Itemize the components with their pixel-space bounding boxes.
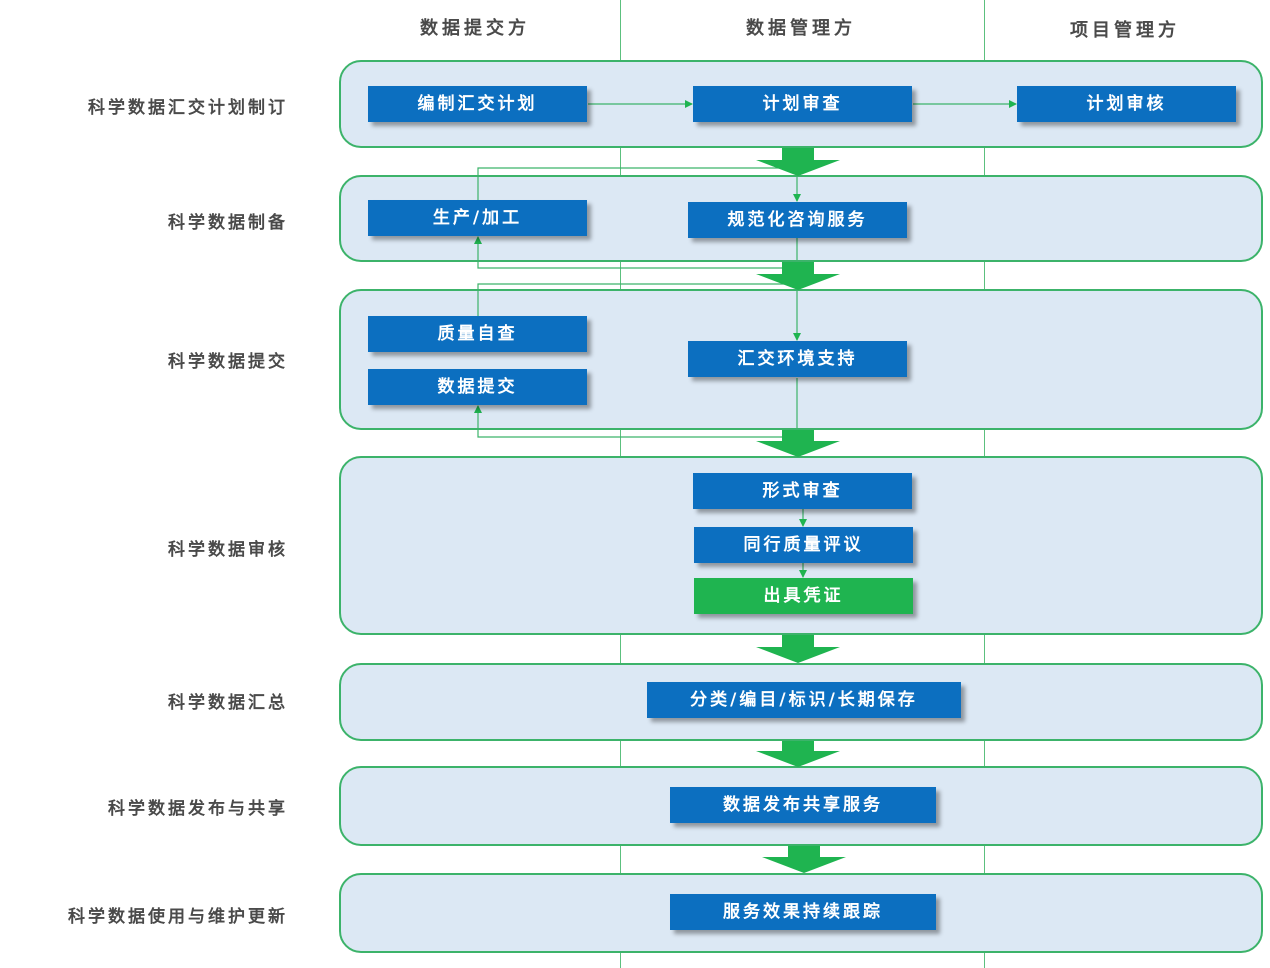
connector-production-to-consult <box>477 167 801 202</box>
stage-arrow-5 <box>756 741 840 767</box>
box-data-submit: 数据提交 <box>368 369 587 405</box>
column-header-submitter: 数据提交方 <box>420 18 530 39</box>
box-publish-share: 数据发布共享服务 <box>670 787 936 823</box>
box-standard-consult: 规范化咨询服务 <box>688 202 907 238</box>
stage-arrow-2 <box>756 262 840 290</box>
column-header-project: 项目管理方 <box>1070 20 1180 41</box>
row-label-maintain: 科学数据使用与维护更新 <box>68 907 288 927</box>
connector-quality-to-env <box>477 283 801 341</box>
column-header-manager: 数据管理方 <box>746 18 856 39</box>
row-label-aggregate: 科学数据汇总 <box>168 693 288 713</box>
row-label-prepare: 科学数据制备 <box>168 213 288 233</box>
box-production: 生产/加工 <box>368 200 587 236</box>
row-label-review: 科学数据审核 <box>168 540 288 560</box>
box-certificate: 出具凭证 <box>694 578 913 614</box>
stage-arrow-1 <box>756 148 840 176</box>
stage-arrow-4 <box>756 635 840 663</box>
connector-consult-to-production <box>474 236 798 269</box>
box-env-support: 汇交环境支持 <box>688 341 907 377</box>
box-quality-check: 质量自查 <box>368 316 587 352</box>
box-plan-audit: 计划审核 <box>1017 86 1236 122</box>
box-peer-review: 同行质量评议 <box>694 527 913 563</box>
row-label-plan: 科学数据汇交计划制订 <box>88 98 288 118</box>
connector-env-to-submit <box>474 378 798 438</box>
box-compile-plan: 编制汇交计划 <box>368 86 587 122</box>
box-plan-review: 计划审查 <box>693 86 912 122</box>
stage-arrow-3 <box>756 430 840 457</box>
stage-arrow-6 <box>762 846 846 873</box>
row-label-submit: 科学数据提交 <box>168 352 288 372</box>
row-label-publish: 科学数据发布与共享 <box>108 799 288 819</box>
box-effect-track: 服务效果持续跟踪 <box>670 894 936 930</box>
box-format-review: 形式审查 <box>693 473 912 509</box>
box-catalog-store: 分类/编目/标识/长期保存 <box>647 682 961 718</box>
